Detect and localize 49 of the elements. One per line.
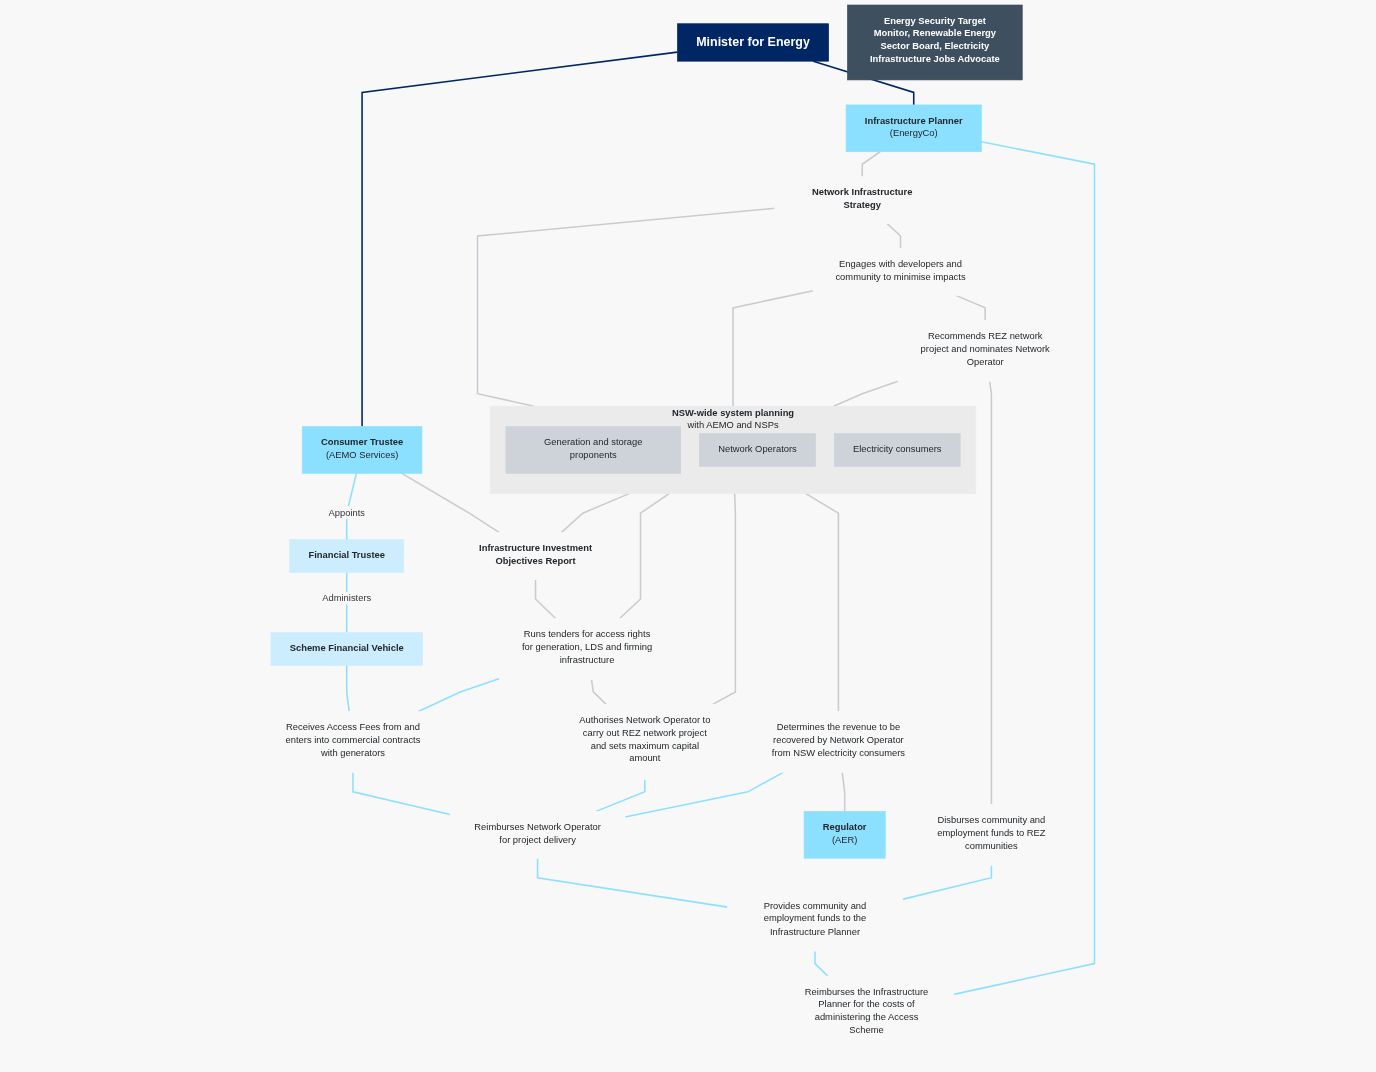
node-box: [833, 433, 961, 467]
connector: [886, 222, 902, 250]
node-text: Network Infrastructure Strategy: [811, 186, 913, 210]
node-box: [677, 23, 829, 62]
connector: [401, 472, 501, 534]
node-text: Reimburses Network Operator for project delivery: [474, 821, 601, 845]
connector: [624, 771, 784, 818]
node-box: [289, 539, 405, 573]
node-box: [847, 4, 1023, 81]
node-text: Recommends REZ network project and nominates Network Operator: [920, 330, 1050, 367]
connector: [476, 207, 776, 407]
connector: [711, 492, 737, 706]
connector: [595, 778, 646, 813]
node-text: Disburses community and employment funds to REZ communities: [937, 814, 1046, 851]
connector: [361, 51, 679, 428]
connector: [841, 771, 846, 813]
connector: [861, 150, 881, 178]
connector: [536, 857, 729, 908]
connector: [988, 380, 993, 806]
node-text: Receives Access Fees from and enters into commercial contracts with generators: [285, 721, 421, 758]
edge-label: Administers: [322, 592, 372, 604]
connector: [352, 771, 451, 816]
node-text: Determines the revenue to be recovered by Network Operator from NSW electricity consumers: [771, 721, 906, 758]
node-box: [699, 433, 816, 467]
connector: [953, 141, 1096, 996]
node-text: Provides community and employment funds to the Infrastructure Planner: [763, 900, 867, 937]
connector: [618, 492, 670, 620]
connector: [534, 578, 557, 620]
node-box: [270, 632, 423, 666]
connector: [417, 677, 501, 713]
node-box: [505, 426, 681, 474]
node-text: Reimburses the Infrastructure Planner for the costs of administering the Access Scheme: [804, 986, 929, 1035]
connector: [732, 289, 814, 407]
connector: [901, 864, 993, 901]
connector: [560, 492, 630, 534]
node-box: [845, 104, 982, 153]
node-text: Engages with developers and community to minimise impacts: [835, 258, 966, 282]
connector: [590, 678, 607, 706]
node-box: [803, 811, 886, 859]
connector: [814, 950, 829, 977]
node-text: Runs tenders for access rights for generation, LDS and firming infrastructure: [521, 628, 653, 665]
connector: [805, 492, 840, 713]
node-box: [301, 426, 423, 474]
cluster: [489, 405, 977, 494]
node-text: Authorises Network Operator to carry out REZ network project and sets maximum capital amount: [579, 714, 711, 763]
connector: [345, 664, 350, 713]
node-text: Infrastructure Investment Objectives Report: [479, 542, 593, 566]
edge-label: Appoints: [328, 506, 365, 518]
connector: [832, 380, 899, 407]
